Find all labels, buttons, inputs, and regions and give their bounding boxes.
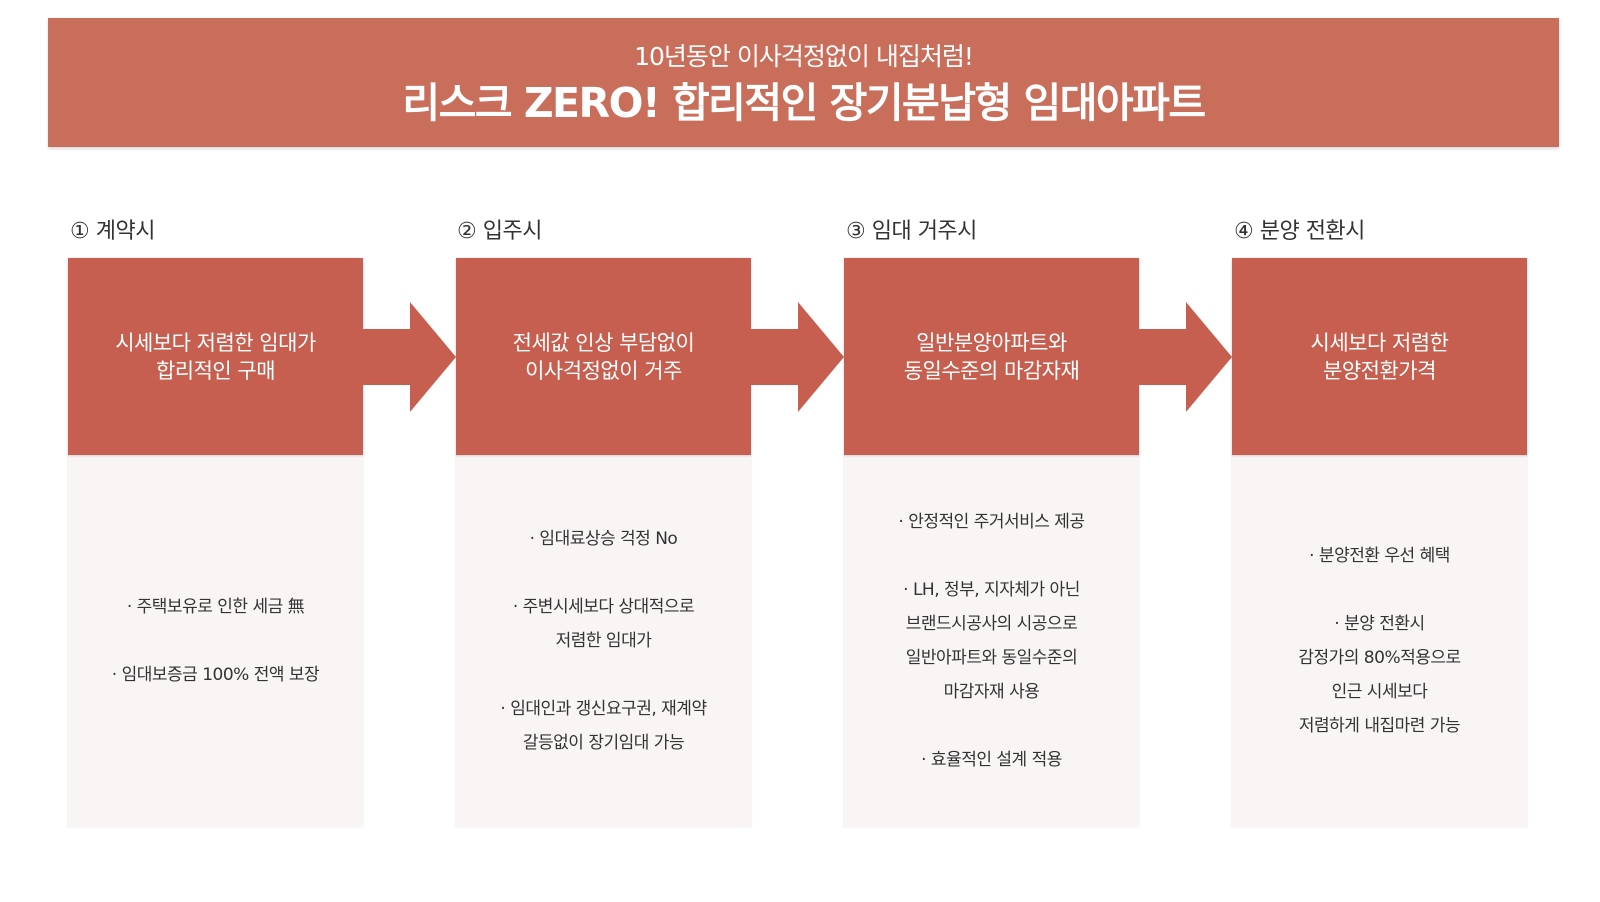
step-4-body-text: · 분양전환 우선 혜택 · 분양 전환시 감정가의 80%적용으로 인근 시세… bbox=[1298, 546, 1461, 736]
step-2-header-text: 전세값 인상 부담없이 이사걱정없이 거주 bbox=[512, 330, 695, 383]
banner-title: 리스크 ZERO! 합리적인 장기분납형 임대아파트 bbox=[402, 79, 1206, 127]
step-1-label: ① 계약시 bbox=[70, 219, 155, 244]
step-1-body: · 주택보유로 인한 세금 無 · 임대보증금 100% 전액 보장 bbox=[68, 455, 363, 827]
step-3-header-text: 일반분양아파트와 동일수준의 마감자재 bbox=[903, 330, 1080, 383]
step-3-card: 일반분양아파트와 동일수준의 마감자재 · 안정적인 주거서비스 제공 · LH… bbox=[844, 258, 1139, 827]
step-3-body: · 안정적인 주거서비스 제공 · LH, 정부, 지자체가 아닌 브랜드시공사… bbox=[844, 455, 1139, 827]
step-4-label: ④ 분양 전환시 bbox=[1234, 219, 1365, 244]
step-4-header: 시세보다 저렴한 분양전환가격 bbox=[1232, 258, 1527, 455]
step-1-body-text: · 주택보유로 인한 세금 無 · 임대보증금 100% 전액 보장 bbox=[111, 597, 320, 685]
step-4-card: 시세보다 저렴한 분양전환가격 · 분양전환 우선 혜택 · 분양 전환시 감정… bbox=[1232, 258, 1527, 827]
step-2-header: 전세값 인상 부담없이 이사걱정없이 거주 bbox=[456, 258, 751, 455]
step-4-header-text: 시세보다 저렴한 분양전환가격 bbox=[1310, 330, 1449, 383]
step-1-header-text: 시세보다 저렴한 임대가 합리적인 구매 bbox=[115, 330, 316, 383]
step-4-body: · 분양전환 우선 혜택 · 분양 전환시 감정가의 80%적용으로 인근 시세… bbox=[1232, 455, 1527, 827]
banner-subtitle: 10년동안 이사걱정없이 내집처럼! bbox=[634, 42, 974, 71]
arrow-right-icon bbox=[1138, 302, 1232, 412]
step-1-card: 시세보다 저렴한 임대가 합리적인 구매 · 주택보유로 인한 세금 無 · 임… bbox=[68, 258, 363, 827]
step-1-header: 시세보다 저렴한 임대가 합리적인 구매 bbox=[68, 258, 363, 455]
step-3-body-text: · 안정적인 주거서비스 제공 · LH, 정부, 지자체가 아닌 브랜드시공사… bbox=[898, 512, 1085, 770]
step-2-label: ② 입주시 bbox=[457, 219, 542, 244]
step-2-body: · 임대료상승 걱정 No · 주변시세보다 상대적으로 저렴한 임대가 · 임… bbox=[456, 455, 751, 827]
title-banner: 10년동안 이사걱정없이 내집처럼! 리스크 ZERO! 합리적인 장기분납형 … bbox=[48, 18, 1559, 147]
step-3-label: ③ 임대 거주시 bbox=[846, 219, 977, 244]
step-3-header: 일반분양아파트와 동일수준의 마감자재 bbox=[844, 258, 1139, 455]
arrow-right-icon bbox=[750, 302, 844, 412]
step-2-card: 전세값 인상 부담없이 이사걱정없이 거주 · 임대료상승 걱정 No · 주변… bbox=[456, 258, 751, 827]
arrow-right-icon bbox=[362, 302, 456, 412]
step-2-body-text: · 임대료상승 걱정 No · 주변시세보다 상대적으로 저렴한 임대가 · 임… bbox=[500, 529, 707, 753]
